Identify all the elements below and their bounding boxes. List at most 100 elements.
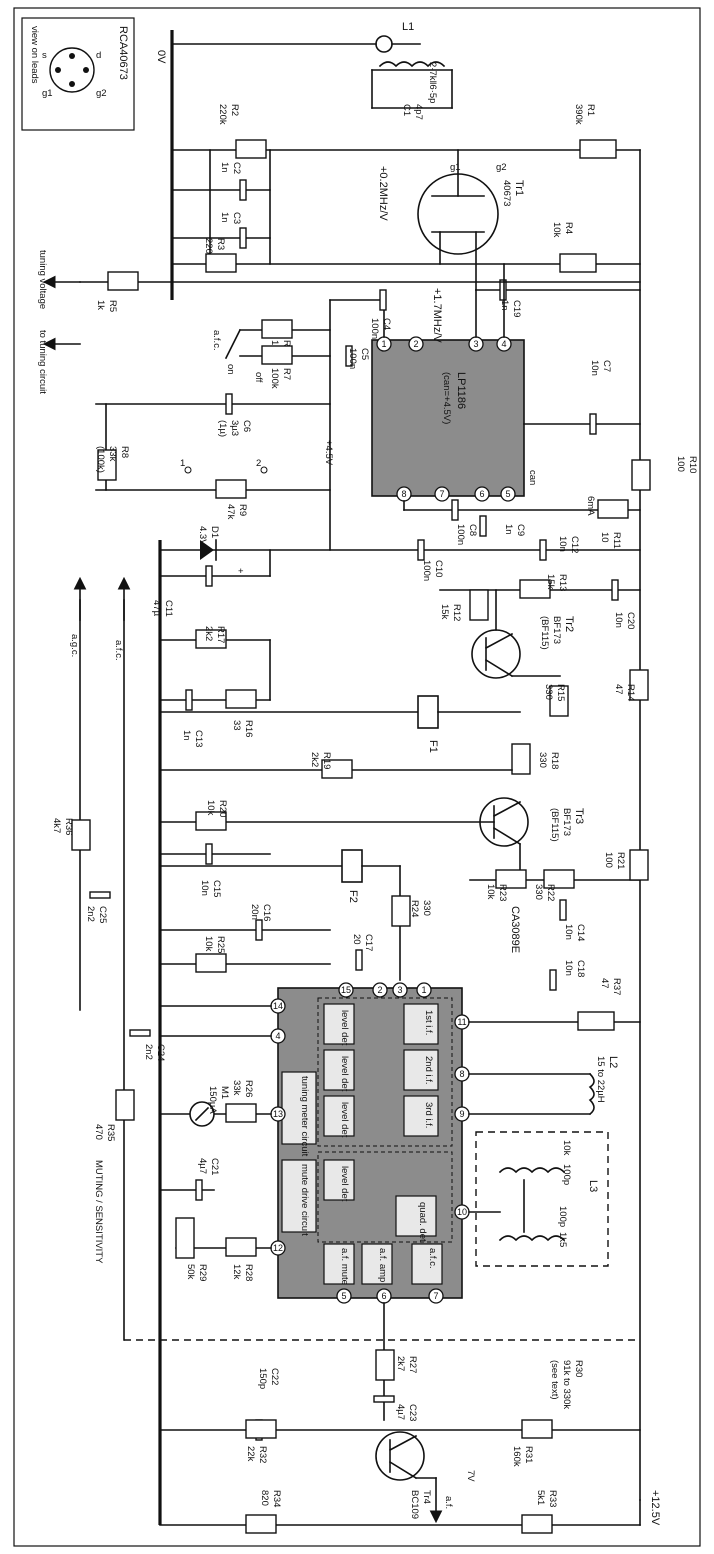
r22-ref: R22 (545, 884, 556, 901)
block-af-mute: a.f. mute (339, 1248, 350, 1285)
c13-ref: C13 (193, 730, 204, 747)
r30-ref: R30 (573, 1360, 584, 1377)
ca3089-blocks: 1st i.f. 2nd i.f. 3rd i.f. level det lev… (281, 1003, 443, 1285)
svg-text:1: 1 (421, 985, 426, 995)
pin-d: d (96, 50, 101, 61)
r25-value: 10k (203, 936, 214, 952)
r16-ref: R16 (243, 720, 254, 737)
resistor-r34 (245, 1514, 277, 1534)
r36-value: 4k7 (51, 818, 62, 833)
svg-text:1: 1 (381, 339, 386, 349)
l3-v3: 100p (557, 1206, 568, 1227)
svg-text:12: 12 (273, 1243, 283, 1253)
afc-line-label: a.f.c. (113, 640, 124, 661)
capacitor-c18 (549, 969, 557, 991)
c10-value: 100n (421, 560, 432, 581)
pinout-package (49, 47, 95, 93)
r7-ref: R7 (281, 368, 292, 380)
resistor-r21 (629, 849, 649, 881)
r33-value: 5k1 (535, 1490, 546, 1505)
capacitor-c20 (611, 579, 619, 601)
c21-ref: C21 (209, 1158, 220, 1175)
resistor-r7 (261, 345, 293, 365)
r14-ref: R14 (625, 684, 636, 701)
lp1186-pins: 1 2 3 4 8 7 6 5 (376, 336, 516, 502)
r18-ref: R18 (549, 752, 560, 769)
r30-value: 91k to 330k (561, 1360, 572, 1409)
block-mute-drive: mute drive circuit (299, 1164, 310, 1236)
c20-value: 10n (613, 612, 624, 628)
c4-value: 100n (369, 318, 380, 339)
resistor-r19 (321, 759, 353, 779)
block-if3: 3rd i.f. (423, 1102, 434, 1128)
c14-ref: C14 (575, 924, 586, 941)
tr3-type: BF173 (561, 808, 572, 836)
lp1186-name: LP1186 (455, 372, 467, 409)
r18-value: 330 (537, 752, 548, 768)
supply-label: +12.5V (649, 1490, 661, 1526)
to-tuning-label: to tuning circuit (37, 330, 48, 394)
page-border (13, 7, 701, 1547)
c21-value: 4µ7 (197, 1158, 208, 1174)
resistor-r12 (469, 589, 489, 621)
l1-ref: L1 (402, 21, 414, 33)
r8-ref: R8 (119, 446, 130, 458)
l2-ref: L2 (607, 1056, 619, 1068)
resistor-r36 (71, 819, 91, 851)
filter-f2 (341, 849, 363, 883)
c22-value: 150p (257, 1368, 268, 1389)
l3-box (475, 1131, 609, 1267)
svg-text:11: 11 (457, 1017, 466, 1027)
resistor-r13 (519, 579, 551, 599)
r13-ref: R13 (557, 574, 568, 591)
svg-text:14: 14 (273, 1001, 283, 1011)
switch-off-label: off (253, 372, 264, 383)
c23-ref: C23 (407, 1404, 418, 1421)
capacitor-c6 (225, 393, 233, 415)
switch-pos2: 2 (256, 458, 261, 469)
c7-ref: C7 (601, 360, 612, 372)
potentiometer-r29[interactable] (175, 1217, 195, 1259)
r7-value: 100k (269, 368, 280, 389)
r3-value: 220 (203, 238, 214, 254)
l3-v2: 100p (561, 1164, 572, 1185)
c12-ref: C12 (569, 536, 580, 553)
lp1186-can: can (527, 470, 538, 485)
resistor-r5 (107, 271, 139, 291)
r10-value: 100 (675, 456, 686, 472)
r11-value: 10 (599, 532, 610, 543)
capacitor-c23 (373, 1395, 395, 1403)
r34-ref: R34 (271, 1490, 282, 1507)
c17-value: 20 (351, 934, 362, 945)
tr3-ref: Tr3 (573, 808, 585, 824)
capacitor-c24 (129, 1029, 151, 1037)
r10-ref: R10 (687, 456, 698, 473)
r35-ref: R35 (105, 1124, 116, 1141)
r19-ref: R19 (321, 752, 332, 769)
r1-value: 390k (573, 104, 584, 125)
meter-current: 6mA (585, 496, 596, 516)
pin-g1: g1 (42, 88, 53, 99)
r2-ref: R2 (229, 104, 240, 116)
c18-value: 10n (563, 960, 574, 976)
svg-text:5: 5 (505, 489, 510, 499)
r17-value: 2k2 (203, 626, 214, 641)
c2-ref: C2 (231, 162, 242, 174)
resistor-r10 (631, 459, 651, 491)
resistor-r4 (559, 253, 597, 273)
l3-v4: 1k5 (557, 1232, 568, 1247)
resistor-r2 (235, 139, 267, 159)
resistor-r6 (261, 319, 293, 339)
svg-text:5: 5 (341, 1291, 346, 1301)
transistor-tr4 (375, 1431, 425, 1481)
zero-volt-label: 0V (155, 50, 167, 64)
resistor-r17 (195, 629, 227, 649)
filter-f1 (417, 695, 439, 729)
tr4-type: BC109 (409, 1490, 420, 1519)
resistor-r24 (391, 895, 411, 927)
r33-ref: R33 (547, 1490, 558, 1507)
r23-value: 10k (485, 884, 496, 900)
afc-switch[interactable] (224, 328, 242, 360)
c1-ref: C1 (401, 104, 412, 116)
c7-value: 10n (589, 360, 600, 376)
